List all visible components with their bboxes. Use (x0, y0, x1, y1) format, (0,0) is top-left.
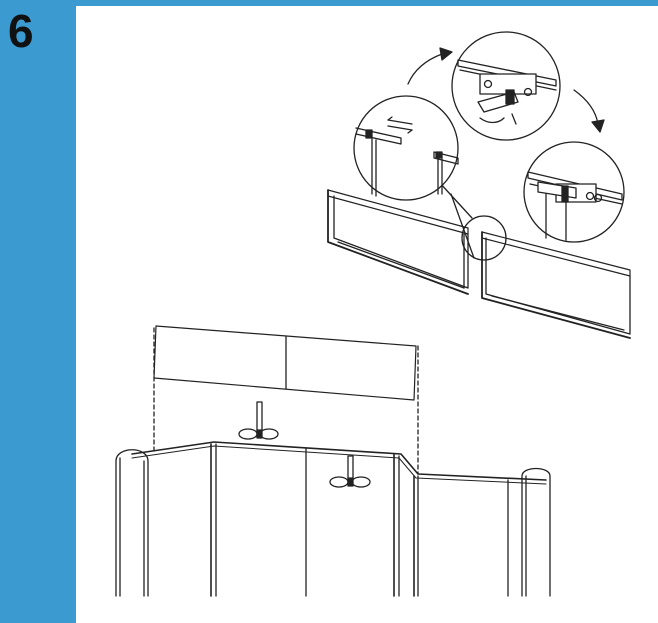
handle-knob-icon (329, 455, 371, 488)
detail-circle-separate (353, 95, 459, 201)
detail-circle-locked (523, 141, 625, 243)
step-sidebar: 6 (0, 0, 76, 623)
shower-enclosure (115, 441, 551, 597)
rotate-arrow-icon (407, 47, 453, 85)
top-panel (153, 325, 419, 475)
frame-right-half (481, 231, 631, 339)
clip-lock-icon (477, 89, 519, 113)
handle-knob-icon (238, 401, 279, 440)
step-number: 6 (8, 5, 34, 57)
clip-lock-icon (537, 181, 577, 203)
rotate-arrow-icon (573, 89, 605, 133)
assembly-illustration (115, 31, 631, 597)
detail-circle-clip (451, 31, 561, 141)
instruction-diagram (76, 6, 658, 623)
frame-left-half (327, 189, 469, 295)
